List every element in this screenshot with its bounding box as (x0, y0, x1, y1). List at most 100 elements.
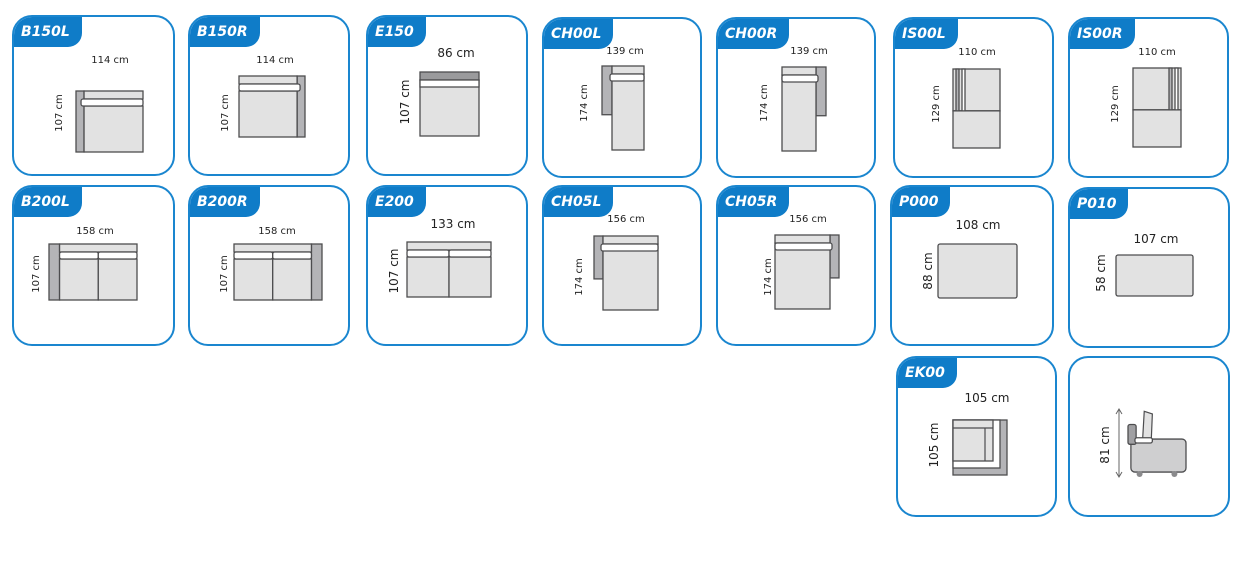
module-code-tag: P000 (892, 187, 951, 217)
backrest (602, 235, 659, 245)
chaise-right-icon (781, 66, 827, 152)
backrest (233, 243, 313, 253)
armrest (310, 243, 323, 301)
divider-strip (955, 68, 960, 112)
seat-cushion (238, 90, 298, 138)
module-code-tag: IS00L (895, 19, 958, 49)
backrest (83, 90, 144, 100)
chaise-seat (602, 243, 659, 311)
back-cushion (419, 79, 480, 88)
module-card[interactable]: 81 cm (1068, 356, 1230, 517)
module-card[interactable]: E200 133 cm 107 cm (366, 185, 528, 346)
backrest (774, 234, 831, 244)
width-dimension-label: 114 cm (256, 55, 294, 66)
module-code-tag: IS00R (1070, 19, 1135, 49)
backrest (419, 71, 480, 81)
pouf-icon (937, 243, 1018, 299)
module-code-tag: EK00 (898, 358, 957, 388)
module-code-tag: E150 (368, 17, 426, 47)
backrest (611, 65, 645, 75)
island-backrest-section (1132, 67, 1182, 111)
height-dimension-label: 107 cm (387, 248, 401, 294)
module-code-tag: P010 (1070, 189, 1129, 219)
corner-seat (952, 419, 994, 462)
island-seat (952, 110, 1001, 149)
seat-cushion (233, 258, 274, 301)
sofa-foot (1171, 471, 1178, 478)
module-card[interactable]: EK00 105 cm 105 cm (896, 356, 1057, 517)
module-code-tag: CH05L (544, 187, 614, 217)
pouf-top (1115, 254, 1194, 297)
module-code-tag: CH00L (544, 19, 614, 49)
backrest (58, 243, 138, 253)
sofa-foot (1136, 471, 1143, 478)
armrest (593, 235, 604, 280)
corner-module-icon (952, 419, 1008, 476)
sofa-body (1130, 438, 1187, 473)
two-seater-right-arm-icon (233, 243, 323, 301)
width-dimension-label: 133 cm (430, 217, 476, 231)
armrest (829, 234, 840, 279)
height-dimension-label: 81 cm (1098, 426, 1112, 464)
height-dimension-label: 129 cm (931, 85, 942, 123)
pouf-top (937, 243, 1018, 299)
divider-strip (1168, 67, 1173, 111)
height-dimension-label: 105 cm (927, 422, 941, 468)
module-card[interactable]: E150 86 cm 107 cm (366, 15, 528, 176)
module-code-tag: B200L (14, 187, 82, 217)
height-dimension-label: 129 cm (1110, 85, 1121, 123)
slim-pouf-icon (1115, 254, 1194, 297)
back-cushion (233, 251, 274, 260)
backrest (238, 75, 298, 85)
back-cushion (272, 251, 313, 260)
height-dimension-label: 107 cm (31, 255, 42, 293)
module-code-tag: CH05R (718, 187, 790, 217)
height-dimension-label: 58 cm (1094, 254, 1108, 292)
width-dimension-label: 110 cm (1138, 47, 1176, 58)
seat-cushion (406, 256, 450, 298)
chaise-left-icon (601, 65, 645, 151)
chaise-seat (774, 242, 831, 310)
armchair-left-arm-icon (75, 90, 144, 153)
module-code-tag: E200 (368, 187, 426, 217)
armless-two-seater-icon (406, 241, 492, 298)
back-cushion (600, 243, 659, 252)
width-dimension-label: 158 cm (258, 226, 296, 237)
island-left-icon (952, 68, 1001, 149)
sofa-armrest (1127, 423, 1137, 445)
module-card[interactable]: B200R 158 cm 107 cm (188, 185, 350, 346)
height-dimension-label: 107 cm (219, 255, 230, 293)
height-arrow-icon (1115, 408, 1123, 478)
back-cushion (238, 83, 301, 92)
island-backrest-section (952, 68, 1001, 112)
back-cushion (774, 242, 833, 251)
width-dimension-label: 105 cm (964, 391, 1010, 405)
height-dimension-label: 107 cm (398, 79, 412, 125)
back-cushion (406, 249, 450, 258)
module-code-tag: B200R (190, 187, 260, 217)
seat-cushion (272, 258, 313, 301)
width-dimension-label: 110 cm (958, 47, 996, 58)
divider-strip (1174, 67, 1179, 111)
height-dimension-label: 107 cm (220, 94, 231, 132)
width-dimension-label: 86 cm (437, 46, 475, 60)
seat-cushion (419, 79, 480, 137)
backrest (781, 66, 817, 76)
module-code-tag: CH00R (718, 19, 790, 49)
seat-cushion (58, 258, 99, 301)
armrest (601, 65, 613, 116)
seat-cushion (448, 256, 492, 298)
width-dimension-label: 139 cm (606, 46, 644, 57)
armchair-right-arm-icon (238, 75, 306, 138)
